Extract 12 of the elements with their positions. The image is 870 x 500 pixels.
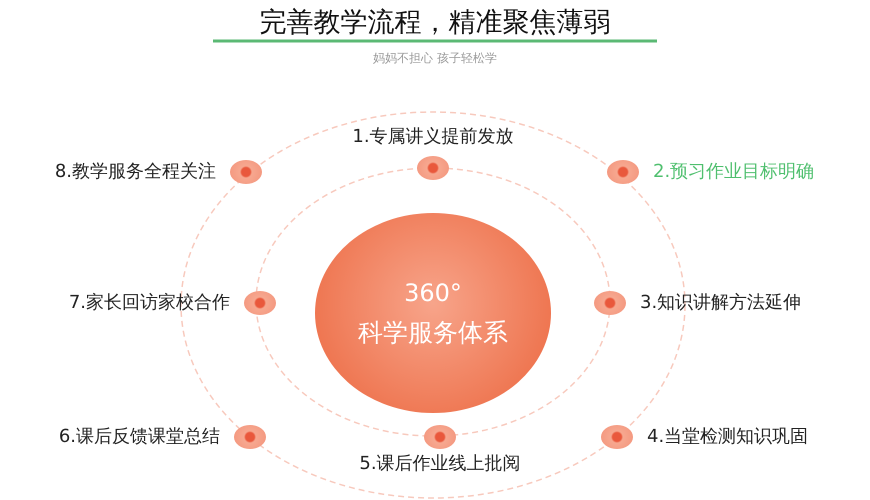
step-label: 2.预习作业目标明确 [653, 161, 814, 183]
step-label: 8.教学服务全程关注 [54, 161, 216, 183]
center-text: 科学服务体系 [358, 317, 508, 349]
step-label: 7.家长回访家校合作 [68, 292, 230, 314]
subtitle: 妈妈不担心 孩子轻松学 [372, 50, 498, 67]
step-label: 1.专属讲义提前发放 [351, 126, 515, 148]
center-heading: 360° [404, 278, 462, 309]
title: 完善教学流程，精准聚焦薄弱 [258, 6, 612, 40]
step-label: 4.当堂检测知识巩固 [647, 426, 808, 448]
step-label: 3.知识讲解方法延伸 [640, 292, 802, 314]
step-label: 6.课后反馈课堂总结 [58, 426, 220, 448]
step-label: 5.课后作业线上批阅 [358, 453, 522, 475]
